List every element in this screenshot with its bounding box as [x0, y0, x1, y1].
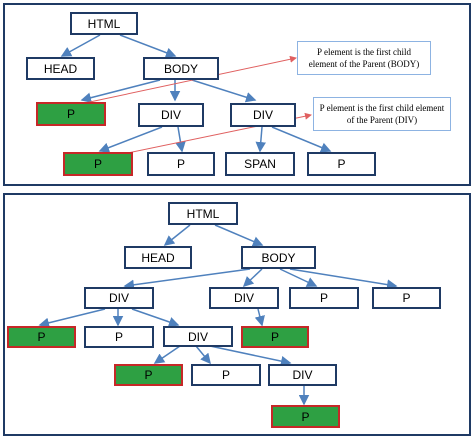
edge2-div3-p7	[195, 345, 211, 365]
node2-p-first-child-div-2: P	[241, 326, 309, 348]
edge2-div1-p3	[38, 308, 106, 328]
edge-body-p1	[80, 79, 161, 103]
node2-html: HTML	[168, 202, 238, 225]
edge2-body-p1	[279, 268, 318, 287]
node2-p-first-child-div-1: P	[7, 326, 76, 348]
node-div-2: DIV	[230, 103, 296, 127]
edge2-div3-div4	[209, 345, 292, 367]
node2-p-3: P	[84, 326, 154, 348]
node-div-1: DIV	[138, 103, 204, 127]
node2-div-4: DIV	[268, 364, 337, 386]
node-head: HEAD	[26, 57, 95, 80]
node2-p-first-child-div-3: P	[114, 364, 183, 386]
edge-div2-span	[255, 126, 266, 153]
edge-div1-p3	[175, 126, 186, 153]
node2-body: BODY	[241, 246, 316, 269]
pointer-body-callout	[84, 55, 297, 104]
edge2-div3-p6	[153, 345, 181, 364]
edge2-div1-div3	[131, 308, 180, 328]
edge-div1-p2	[98, 126, 163, 153]
callout-first-child-body: P element is the first child element of …	[297, 41, 431, 75]
node2-head: HEAD	[124, 246, 192, 269]
node2-p-4: P	[191, 364, 261, 386]
edge2-html-body	[214, 224, 264, 247]
node-p-3: P	[307, 152, 376, 176]
edge2-body-div1	[123, 268, 251, 290]
edge2-html-head	[163, 224, 191, 246]
node2-p-first-child-div-4: P	[271, 405, 340, 428]
edge2-body-div2	[242, 268, 263, 288]
edge-html-body	[119, 34, 177, 58]
edge-body-div2	[191, 79, 257, 103]
node-p-first-child-div: P	[63, 152, 133, 176]
node-html: HTML	[70, 12, 138, 35]
edge2-div2-p5	[254, 308, 265, 327]
node2-div-2: DIV	[209, 287, 279, 309]
node-p-2: P	[147, 152, 215, 176]
node-span: SPAN	[225, 152, 295, 176]
node-p-first-child-body: P	[36, 102, 106, 126]
edge2-body-p2	[289, 268, 398, 290]
node2-p-1: P	[289, 287, 359, 309]
callout-first-child-div: P element is the first child element of …	[313, 97, 451, 131]
edge-html-head	[60, 34, 101, 57]
node-body: BODY	[143, 57, 219, 80]
node2-p-2: P	[372, 287, 441, 309]
edge-div2-p4	[271, 126, 332, 153]
node2-div-3: DIV	[163, 326, 233, 347]
node2-div-1: DIV	[84, 287, 154, 309]
